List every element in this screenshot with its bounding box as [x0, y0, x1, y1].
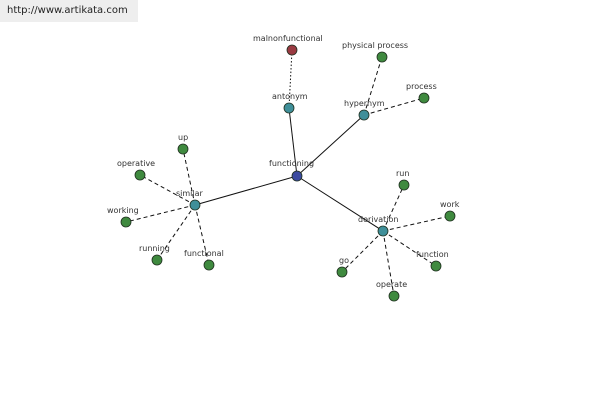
edge-functioning-antonym [288, 107, 298, 177]
edge-similar-functional [194, 204, 210, 266]
edge-similar-working [125, 204, 196, 223]
node-operative-dot[interactable] [134, 169, 146, 181]
node-work-dot[interactable] [444, 210, 456, 222]
node-antonym-dot[interactable] [283, 102, 295, 114]
node-malnonfunctional[interactable]: malnonfunctional [253, 34, 323, 56]
node-go[interactable]: go [336, 256, 349, 278]
node-process[interactable]: process [406, 82, 437, 104]
edge-functioning-derivation [296, 175, 384, 232]
node-function-label: function [416, 250, 449, 259]
edge-functioning-hypernym [296, 114, 365, 177]
node-operate-label: operate [376, 280, 407, 289]
node-up-dot[interactable] [177, 143, 189, 155]
edge-derivation-run [382, 184, 405, 232]
edge-similar-operative [139, 174, 196, 206]
edge-similar-up [182, 148, 196, 206]
node-derivation[interactable]: derivation [358, 215, 398, 237]
node-run-label: run [396, 169, 409, 178]
node-malnonfunctional-label: malnonfunctional [253, 34, 323, 43]
node-functional[interactable]: functional [184, 249, 224, 271]
node-hypernym[interactable]: hypernym [344, 99, 385, 121]
node-process-label: process [406, 82, 437, 91]
node-functioning[interactable]: functioning [269, 159, 314, 182]
node-hypernym-dot[interactable] [358, 109, 370, 121]
node-up[interactable]: up [177, 133, 189, 155]
edge-functioning-similar [194, 175, 298, 206]
node-derivation-label: derivation [358, 215, 398, 224]
graph-edges [125, 49, 451, 297]
node-malnonfunctional-dot[interactable] [286, 44, 298, 56]
node-running-dot[interactable] [151, 254, 163, 266]
artikata-link[interactable]: http://www.artikata.com [7, 5, 128, 16]
node-function[interactable]: function [416, 250, 449, 272]
watermark-banner: http://www.artikata.com [0, 0, 138, 22]
node-functional-label: functional [184, 249, 224, 258]
edge-hypernym-physical-process [363, 56, 383, 116]
node-operate-dot[interactable] [388, 290, 400, 302]
node-antonym[interactable]: antonym [272, 92, 308, 114]
node-physical-process[interactable]: physical process [342, 41, 408, 63]
node-running[interactable]: running [139, 244, 170, 266]
node-running-label: running [139, 244, 170, 253]
node-work[interactable]: work [440, 200, 460, 222]
edge-derivation-function [382, 230, 437, 267]
node-process-dot[interactable] [418, 92, 430, 104]
node-similar-dot[interactable] [189, 199, 201, 211]
edge-derivation-work [382, 215, 451, 232]
node-run-dot[interactable] [398, 179, 410, 191]
edge-antonym-malnonfunctional [288, 49, 293, 109]
node-hypernym-label: hypernym [344, 99, 385, 108]
node-operative[interactable]: operative [117, 159, 155, 181]
node-physical-process-dot[interactable] [376, 51, 388, 63]
node-run[interactable]: run [396, 169, 410, 191]
edge-derivation-operate [382, 230, 395, 297]
node-antonym-label: antonym [272, 92, 308, 101]
node-functional-dot[interactable] [203, 259, 215, 271]
node-work-label: work [440, 200, 460, 209]
node-working[interactable]: working [107, 206, 139, 228]
node-operate[interactable]: operate [376, 280, 407, 302]
edge-derivation-go [341, 230, 384, 273]
node-similar-label: similar [176, 189, 204, 198]
node-physical-process-label: physical process [342, 41, 408, 50]
node-derivation-dot[interactable] [377, 225, 389, 237]
edge-hypernym-process [363, 97, 425, 116]
node-go-label: go [339, 256, 349, 265]
node-up-label: up [178, 133, 188, 142]
node-working-label: working [107, 206, 139, 215]
node-similar[interactable]: similar [176, 189, 204, 211]
node-go-dot[interactable] [336, 266, 348, 278]
node-functioning-label: functioning [269, 159, 314, 168]
graph-nodes: malnonfunctional antonym physical process p… [107, 34, 460, 302]
node-function-dot[interactable] [430, 260, 442, 272]
node-functioning-dot[interactable] [291, 170, 303, 182]
node-working-dot[interactable] [120, 216, 132, 228]
node-operative-label: operative [117, 159, 155, 168]
